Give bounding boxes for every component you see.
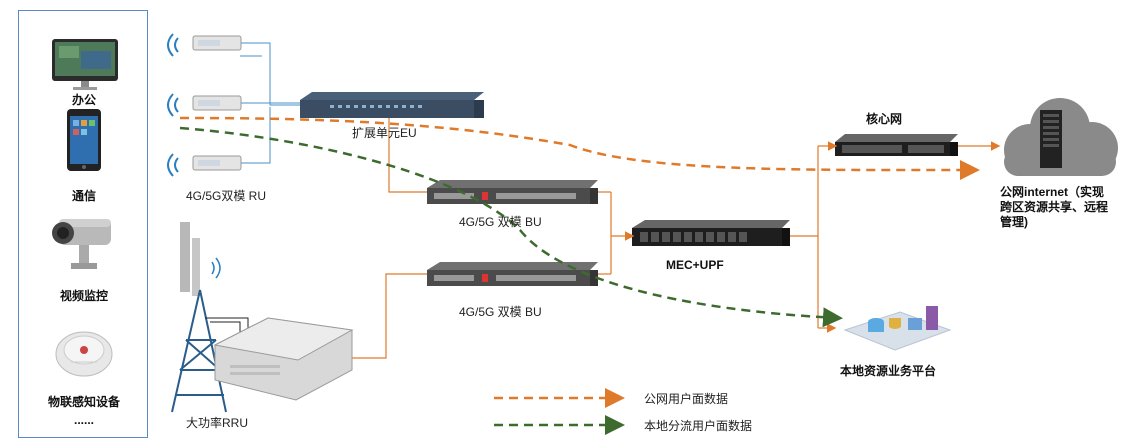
local-data-path: [179, 126, 843, 328]
camera-icon: [52, 219, 111, 269]
internet-label: 公网internet（实现 跨区资源共享、远程 管理): [1000, 185, 1108, 230]
monitor-icon: [52, 39, 118, 90]
eu-label: 扩展单元EU: [352, 126, 417, 140]
iot-label: 物联感知设备: [47, 395, 120, 409]
eu-device: [300, 92, 484, 118]
ru-device-2: [167, 93, 242, 117]
core-label: 核心网: [866, 112, 903, 126]
bu1-label: 4G/5G 双模 BU: [459, 215, 542, 229]
internet-label-line: 管理): [1000, 215, 1028, 229]
rru-label: 大功率RRU: [186, 416, 248, 430]
phone-icon: [67, 109, 101, 171]
local-platform-label: 本地资源业务平台: [840, 364, 937, 378]
legend-public-label: 公网用户面数据: [644, 392, 729, 406]
ru-device-1: [167, 33, 242, 57]
office-label: 办公: [71, 93, 96, 107]
internet-label-line: 公网internet（实现: [1000, 185, 1105, 199]
terminal-panel: 办公 通信 视频监控 物联感知设备 ......: [18, 10, 148, 438]
ru-device-3: [167, 153, 242, 177]
ru-label: 4G/5G双模 RU: [186, 189, 267, 203]
mec-device: [632, 220, 790, 246]
public-data-path: [179, 116, 980, 181]
mec-label: MEC+UPF: [666, 258, 724, 272]
more-label: ......: [73, 413, 94, 427]
bu2-label: 4G/5G 双模 BU: [459, 305, 542, 319]
video-label: 视频监控: [59, 289, 108, 303]
sensor-icon: [55, 331, 113, 377]
bu-device-1: [427, 180, 598, 204]
bu-device-2: [427, 262, 598, 286]
ru-eu-links: [240, 42, 300, 164]
internet-label-line: 跨区资源共享、远程: [1000, 200, 1109, 214]
core-network-device: [835, 134, 958, 156]
rru-tower-icon: [171, 222, 354, 413]
legend-local-label: 本地分流用户面数据: [644, 419, 753, 433]
internet-cloud-icon: [1004, 98, 1118, 176]
comms-label: 通信: [71, 189, 96, 203]
local-platform-icon: [843, 306, 952, 351]
